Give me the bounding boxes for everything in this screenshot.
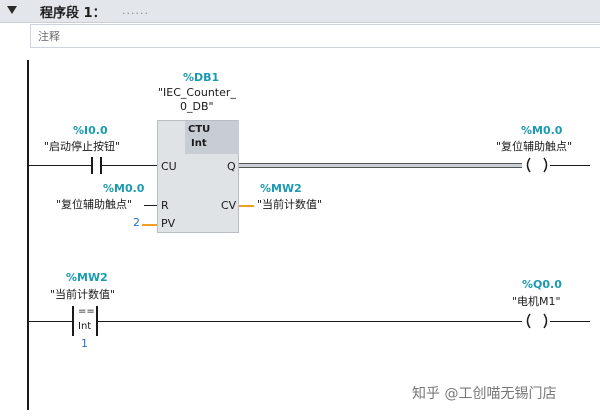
contact-i00-name: "启动停止按钮" (44, 140, 121, 153)
reset-input-name: "复位辅助触点" (56, 198, 133, 211)
compare-left-bar[interactable] (72, 306, 74, 336)
cv-output-address: %MW2 (260, 182, 302, 195)
coil-q00-name: "电机M1" (512, 295, 561, 308)
comment-label: 注释 (38, 30, 60, 43)
reset-input-address: %M0.0 (103, 182, 145, 195)
coil-q00-wire-right (550, 321, 590, 322)
q-output-wire-bottom (239, 167, 522, 168)
coil-m00-name: "复位辅助触点" (496, 140, 573, 153)
collapse-triangle-icon[interactable] (7, 6, 17, 14)
rung1-wire-to-cu (102, 165, 157, 166)
coil-q00[interactable] (522, 311, 552, 331)
counter-db-name-line2: 0_DB" (180, 100, 214, 113)
coil-m00[interactable] (522, 155, 552, 175)
counter-db-address: %DB1 (183, 71, 220, 84)
comment-field[interactable]: 注释 (30, 24, 600, 48)
q-output-wire-fill (239, 164, 522, 167)
compare-operand2[interactable]: 1 (81, 337, 88, 350)
ctu-pin-pv: PV (161, 217, 176, 230)
ctu-pin-r: R (161, 199, 169, 212)
pv-value[interactable]: 2 (133, 216, 140, 229)
contact-i00-right-bar[interactable] (100, 157, 102, 174)
segment-title: 程序段 1： (40, 6, 106, 21)
rung1-wire-left (28, 165, 91, 166)
compare-name: "当前计数值" (50, 288, 116, 301)
ctu-type-label: CTU (188, 124, 211, 135)
ctu-pin-cv: CV (221, 199, 237, 212)
contact-i00-left-bar[interactable] (91, 157, 93, 174)
watermark: 知乎 @工创喵无锡门店 (412, 386, 557, 402)
ctu-datatype-label[interactable]: Int (191, 138, 207, 149)
counter-db-name-line1: "IEC_Counter_ (158, 86, 236, 99)
coil-m00-address: %M0.0 (521, 124, 563, 137)
reset-input-wire (144, 205, 157, 206)
coil-m00-wire-right (550, 165, 590, 166)
compare-address: %MW2 (66, 271, 108, 284)
compare-right-bar[interactable] (96, 306, 98, 336)
ctu-pin-q: Q (227, 160, 236, 173)
ctu-counter-block[interactable]: CTU Int CU Q R CV PV (157, 120, 239, 233)
rung2-wire-right (98, 321, 522, 322)
left-power-rail (27, 60, 29, 410)
cv-output-wire (239, 205, 254, 207)
rung2-wire-left (28, 321, 72, 322)
ctu-pin-cu: CU (161, 160, 177, 173)
segment-title-suffix[interactable]: ...... (122, 4, 149, 17)
cv-output-name: "当前计数值" (257, 198, 323, 211)
compare-datatype[interactable]: Int (78, 321, 92, 332)
coil-q00-address: %Q0.0 (522, 278, 562, 291)
contact-i00-address: %I0.0 (73, 124, 108, 137)
segment-header: 程序段 1： ...... (0, 0, 600, 23)
q-output-wire-top (239, 163, 522, 164)
ctu-block-header (185, 121, 239, 154)
compare-operator: == (78, 306, 95, 317)
pv-input-wire (142, 224, 157, 226)
